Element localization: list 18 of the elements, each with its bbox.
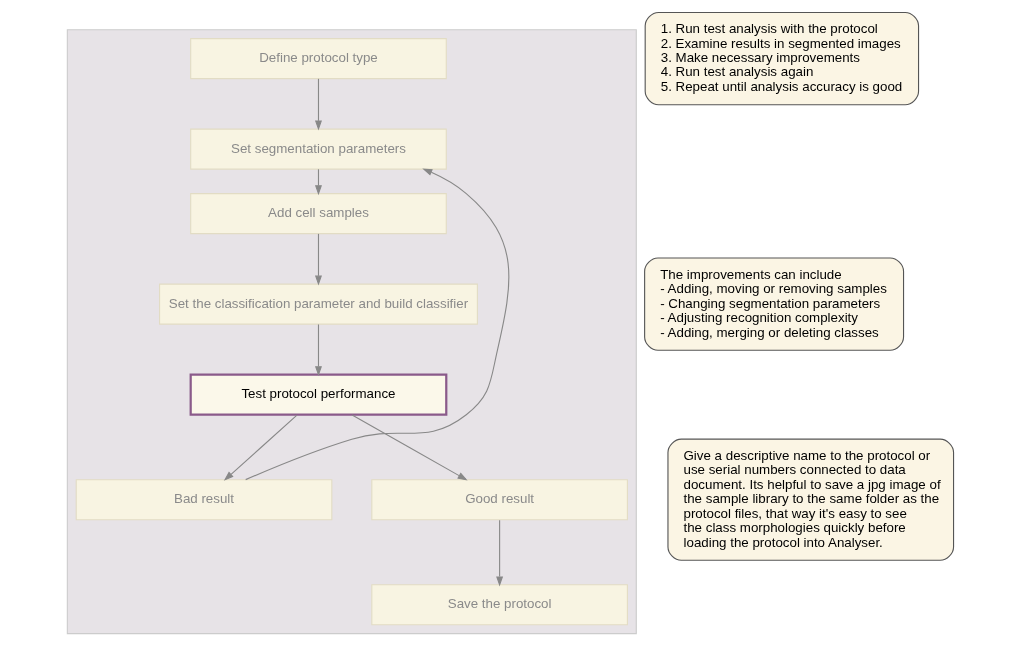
node-box: Test protocol performance [189,373,448,416]
node-box: Define protocol type [190,38,447,80]
arrow [223,414,298,481]
arrow [496,519,504,587]
node-box: Add cell samples [190,193,447,235]
arrow [314,78,322,131]
arrow [314,323,322,377]
node-box: Set the classification parameter and build classifier [159,283,478,325]
node-box: The improvements can include - Adding, moving or removing samples - Changing segmentation parameters - Adjusting recognition complexity - Adding, merging or deleting classes [644,257,905,351]
cluster [66,29,637,635]
node-box: 1. Run test analysis with the protocol 2. Examine results in segmented images 3. Make necessary improvements 4. Run test analysis again 5. Repeat until analysis accuracy is good [644,11,920,106]
node-box: Set segmentation parameters [190,128,447,170]
node-box: Bad result [75,479,333,521]
node-box: Good result [371,479,628,521]
node-box: Give a descriptive name to the protocol or use serial numbers connected to data document. Its helpful to save a jpg image of the sample library to the same folder as the protocol files, that way it's easy to see the class morphologies quickly before loading the protocol into Analyser. [667,438,955,561]
arrow [351,414,468,481]
node-box: Save the protocol [371,584,628,626]
arrow [314,233,322,286]
